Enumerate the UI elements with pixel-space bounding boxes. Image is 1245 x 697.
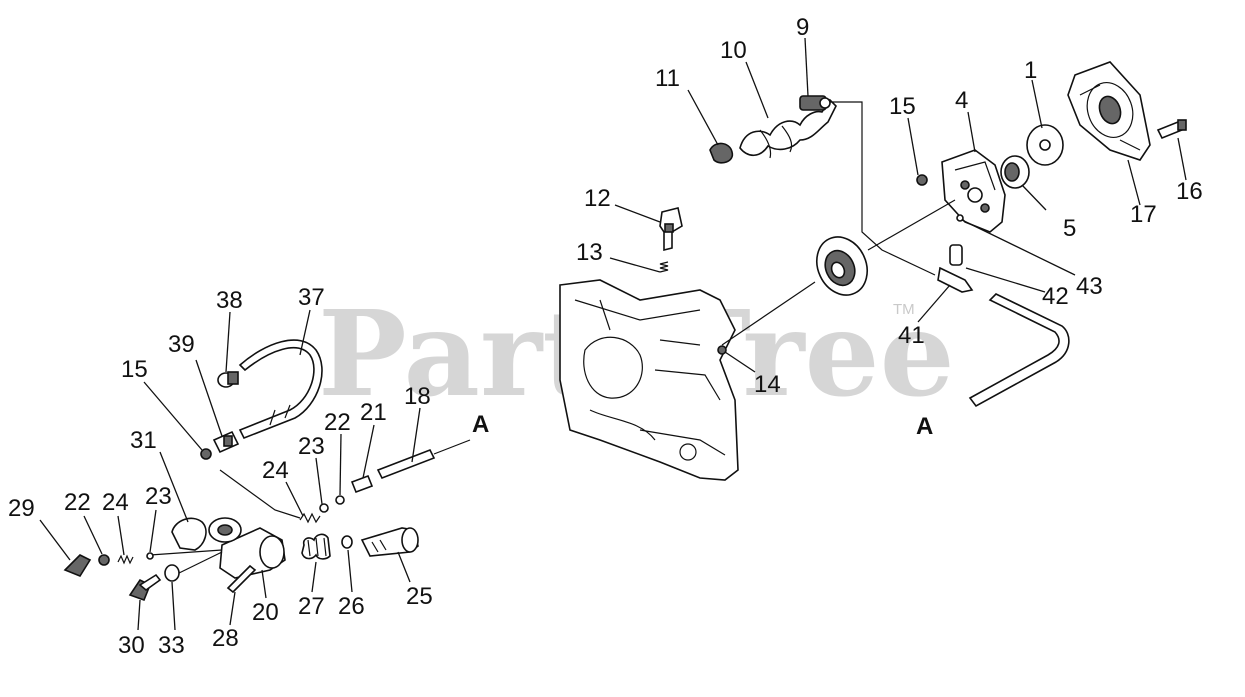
oil-line — [830, 101, 936, 276]
label-21: 21 — [360, 399, 387, 426]
part-23-ring-right — [319, 503, 329, 513]
part-22-ring-right — [335, 495, 345, 505]
label-20: 20 — [252, 599, 279, 626]
label-38: 38 — [216, 287, 243, 314]
left-assembly-lines — [149, 469, 301, 576]
part-20-pump-body — [208, 517, 286, 579]
part-4-pump-housing — [941, 149, 1006, 233]
part-24-spring-right — [299, 512, 321, 524]
label-25: 25 — [406, 583, 433, 610]
label-ref-a-left: A — [472, 411, 489, 438]
label-43: 43 — [1076, 273, 1103, 300]
part-24-spring-left — [117, 554, 134, 565]
label-9: 9 — [796, 14, 809, 41]
label-39: 39 — [168, 331, 195, 358]
label-29: 29 — [8, 495, 35, 522]
part-43-ring — [956, 214, 964, 222]
part-12-fitting — [659, 207, 683, 252]
label-17: 17 — [1130, 201, 1157, 228]
label-10: 10 — [720, 37, 747, 64]
label-13: 13 — [576, 239, 603, 266]
label-23-left: 23 — [145, 483, 172, 510]
part-11-filter — [709, 142, 734, 164]
part-14-ring — [717, 345, 727, 355]
label-42: 42 — [1042, 283, 1069, 310]
part-38-cap — [217, 371, 239, 388]
part-17-cover — [1067, 61, 1151, 161]
part-21-screw — [350, 474, 374, 494]
hose-a-right — [968, 293, 1070, 408]
watermark-tm: TM — [893, 301, 915, 318]
label-15-left: 15 — [121, 356, 148, 383]
label-24-left: 24 — [102, 489, 129, 516]
part-28-screw — [226, 564, 257, 594]
label-28: 28 — [212, 625, 239, 652]
label-11: 11 — [655, 65, 680, 92]
label-23-right: 23 — [298, 433, 325, 460]
label-31: 31 — [130, 427, 157, 454]
label-41: 41 — [898, 322, 925, 349]
part-15-oring-left — [200, 448, 212, 460]
part-30-screw — [128, 573, 162, 602]
part-23-ring-left — [146, 552, 154, 560]
label-4: 4 — [955, 87, 968, 114]
label-26: 26 — [338, 593, 365, 620]
part-26-ring — [341, 535, 353, 549]
part-27-spring — [301, 533, 331, 560]
label-5: 5 — [1063, 215, 1076, 242]
part-22-ring-left — [98, 554, 110, 566]
part-1-washer — [1026, 124, 1064, 166]
part-29-plug — [63, 554, 92, 577]
label-ref-a-right: A — [916, 413, 933, 440]
label-24-right: 24 — [262, 457, 289, 484]
part-31-gasket — [171, 517, 207, 551]
part-9-fitting — [799, 95, 831, 111]
label-15-right: 15 — [889, 93, 916, 120]
part-33-washer — [164, 564, 180, 582]
label-18: 18 — [404, 383, 431, 410]
part-15-oring — [916, 174, 928, 186]
label-1: 1 — [1024, 57, 1037, 84]
part-labels: 1 4 5 9 10 11 12 13 14 15 16 17 42 43 41… — [8, 14, 1203, 659]
assembly-axis-line — [721, 199, 956, 346]
part-41-fitting — [937, 244, 974, 293]
label-22-left: 22 — [64, 489, 91, 516]
part-39-fitting — [212, 430, 240, 454]
leader-lines — [39, 37, 1187, 631]
label-37: 37 — [298, 284, 325, 311]
part-18-pin — [376, 448, 436, 480]
part-16-screw — [1156, 119, 1187, 140]
label-14: 14 — [754, 371, 781, 398]
label-27: 27 — [298, 593, 325, 620]
label-33: 33 — [158, 632, 185, 659]
label-30: 30 — [118, 632, 145, 659]
crankcase-body — [559, 279, 739, 481]
part-25-piston — [360, 527, 419, 557]
label-16: 16 — [1176, 178, 1203, 205]
part-5-bushing — [1000, 155, 1030, 189]
label-22-right: 22 — [324, 409, 351, 436]
part-13-spring — [659, 261, 669, 273]
oil-pump-gear — [816, 236, 868, 296]
part-10-hose — [739, 98, 837, 159]
part-37-hose — [238, 339, 323, 440]
label-12: 12 — [584, 185, 611, 212]
